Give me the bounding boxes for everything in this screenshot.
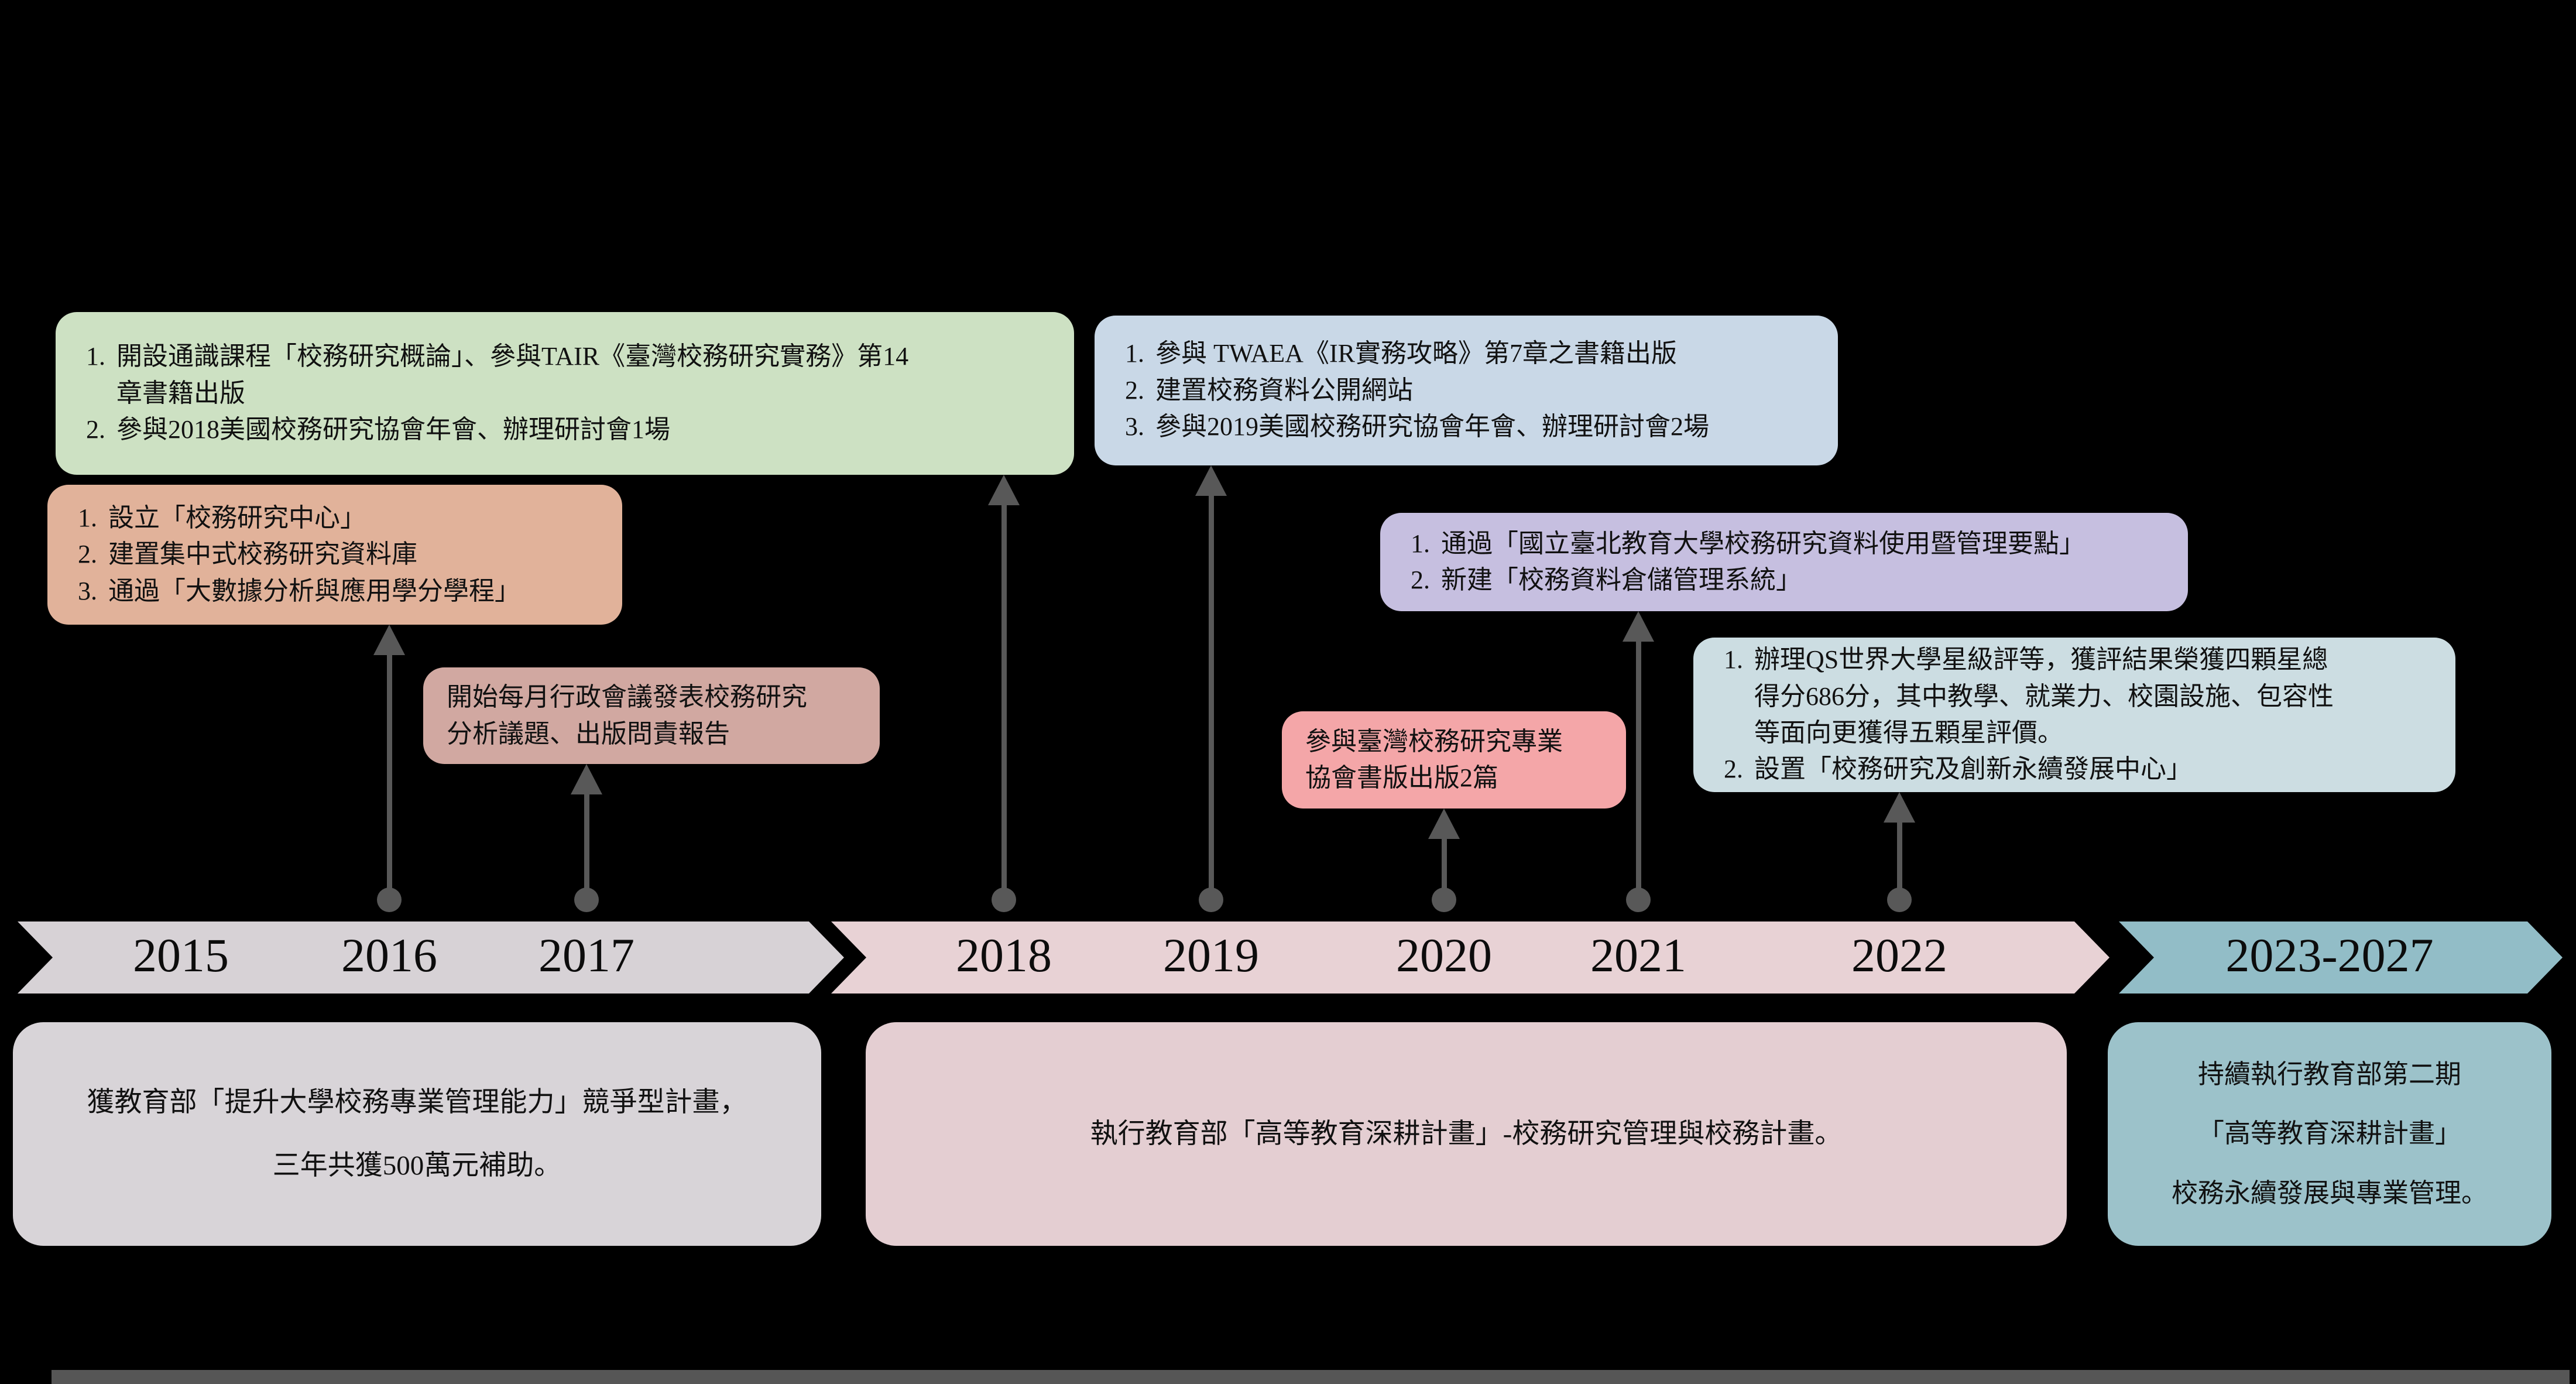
callout-2019-list: 參與 TWAEA《IR實務攻略》第7章之書籍出版 建置校務資料公開網站 參與20… [1095,335,1721,445]
callout-2022-list: 辦理QS世界大學星級評等，獲評結果榮獲四顆星總 得分686分，其中教學、就業力、… [1693,642,2345,788]
timeline-dot [1199,888,1223,912]
year-label-2018: 2018 [956,928,1052,982]
timeline-band-2023-2027: 2023-2027 [2119,921,2563,994]
callout-2019-item: 參與2019美國校務研究協會年會、辦理研討會2場 [1151,409,1709,445]
year-label-2021: 2021 [1590,928,1686,982]
year-label-2022: 2022 [1851,928,1947,982]
year-label-2016: 2016 [341,928,437,982]
callout-2021-list: 通過「國立臺北教育大學校務研究資料使用暨管理要點」 新建「校務資料倉儲管理系統」 [1380,526,2097,599]
callout-2019: 參與 TWAEA《IR實務攻略》第7章之書籍出版 建置校務資料公開網站 參與20… [1095,316,1838,465]
callout-2021: 通過「國立臺北教育大學校務研究資料使用暨管理要點」 新建「校務資料倉儲管理系統」 [1380,513,2188,611]
connector-line [1001,505,1007,890]
arrow-up-icon [373,625,405,655]
connector-2016 [373,625,406,912]
connector-2017 [570,764,603,912]
timeline-dot [1626,888,1651,912]
callout-2019-item: 參與 TWAEA《IR實務攻略》第7章之書籍出版 [1151,335,1709,372]
connector-line [1208,496,1214,890]
connector-line [386,655,392,890]
connector-line [584,794,589,890]
timeline-band-2015-2017: 2015 2016 2017 [18,921,844,994]
timeline-dot [377,888,402,912]
connector-2021 [1622,611,1655,912]
timeline-dot [1432,888,1456,912]
year-label-2023-2027: 2023-2027 [2225,928,2434,982]
callout-2020-text: 參與臺灣校務研究專業 協會書版出版2篇 [1305,727,1563,792]
callout-2018-item: 開設通識課程「校務研究概論」、參與TAIR《臺灣校務研究實務》第14 章書籍出版 [112,338,908,412]
callout-2019-item: 建置校務資料公開網站 [1151,372,1709,409]
callout-2018-list: 開設通識課程「校務研究概論」、參與TAIR《臺灣校務研究實務》第14 章書籍出版… [56,338,920,448]
timeline-dot [1887,888,1912,912]
callout-2022-item: 辦理QS世界大學星級評等，獲評結果榮獲四顆星總 得分686分，其中教學、就業力、… [1750,642,2334,751]
callout-2022-item: 設置「校務研究及創新永續發展中心」 [1750,751,2334,787]
callout-2021-item: 通過「國立臺北教育大學校務研究資料使用暨管理要點」 [1436,526,2085,562]
arrow-up-icon [1195,465,1227,496]
note-2023-2027: 持續執行教育部第二期 「高等教育深耕計畫」 校務永續發展與專業管理。 [2108,1022,2551,1246]
callout-2015-2016-item: 設立「校務研究中心」 [104,500,520,536]
callout-2020: 參與臺灣校務研究專業 協會書版出版2篇 [1282,711,1626,809]
year-label-2019: 2019 [1163,928,1259,982]
note-2015-2017: 獲教育部「提升大學校務專業管理能力」競爭型計畫， 三年共獲500萬元補助。 [13,1022,821,1246]
timeline-dot [574,888,599,912]
timeline-band-2018-2022: 2018 2019 2020 2021 2022 [831,921,2109,994]
arrow-up-icon [988,475,1020,505]
year-label-2017: 2017 [538,928,634,982]
arrow-up-icon [1428,809,1460,839]
connector-line [1441,839,1447,890]
callout-2015-2016-list: 設立「校務研究中心」 建置集中式校務研究資料庫 通過「大數據分析與應用學分學程」 [47,500,532,609]
note-2015-2017-text: 獲教育部「提升大學校務專業管理能力」競爭型計畫， 三年共獲500萬元補助。 [87,1087,747,1181]
year-label-2015: 2015 [133,928,229,982]
connector-line [1896,823,1902,890]
timeline-dot [992,888,1016,912]
arrow-up-icon [571,764,602,794]
connector-2022 [1883,792,1916,912]
note-2018-2022-text: 執行教育部「高等教育深耕計畫」-校務研究管理與校務計畫。 [1090,1118,1843,1149]
connector-2018 [987,475,1020,912]
connector-2019 [1195,465,1227,912]
arrow-up-icon [1623,611,1654,642]
callout-2017: 開始每月行政會議發表校務研究 分析議題、出版問責報告 [423,667,880,764]
callout-2018-item: 參與2018美國校務研究協會年會、辦理研討會1場 [112,412,908,448]
callout-2022: 辦理QS世界大學星級評等，獲評結果榮獲四顆星總 得分686分，其中教學、就業力、… [1693,638,2455,792]
connector-2020 [1428,809,1460,912]
callout-2015-2016-item: 通過「大數據分析與應用學分學程」 [104,573,520,609]
callout-2015-2016-item: 建置集中式校務研究資料庫 [104,536,520,573]
note-2023-2027-text: 持續執行教育部第二期 「高等教育深耕計畫」 校務永續發展與專業管理。 [2171,1060,2488,1208]
note-2018-2022: 執行教育部「高等教育深耕計畫」-校務研究管理與校務計畫。 [866,1022,2067,1246]
year-label-2020: 2020 [1396,928,1492,982]
callout-2018: 開設通識課程「校務研究概論」、參與TAIR《臺灣校務研究實務》第14 章書籍出版… [56,312,1074,475]
window-edge-bar [52,1370,2570,1384]
callout-2015-2016: 設立「校務研究中心」 建置集中式校務研究資料庫 通過「大數據分析與應用學分學程」 [47,485,622,625]
callout-2017-text: 開始每月行政會議發表校務研究 分析議題、出版問責報告 [447,683,807,748]
arrow-up-icon [1884,792,1915,823]
callout-2021-item: 新建「校務資料倉儲管理系統」 [1436,562,2085,598]
connector-line [1635,642,1641,890]
